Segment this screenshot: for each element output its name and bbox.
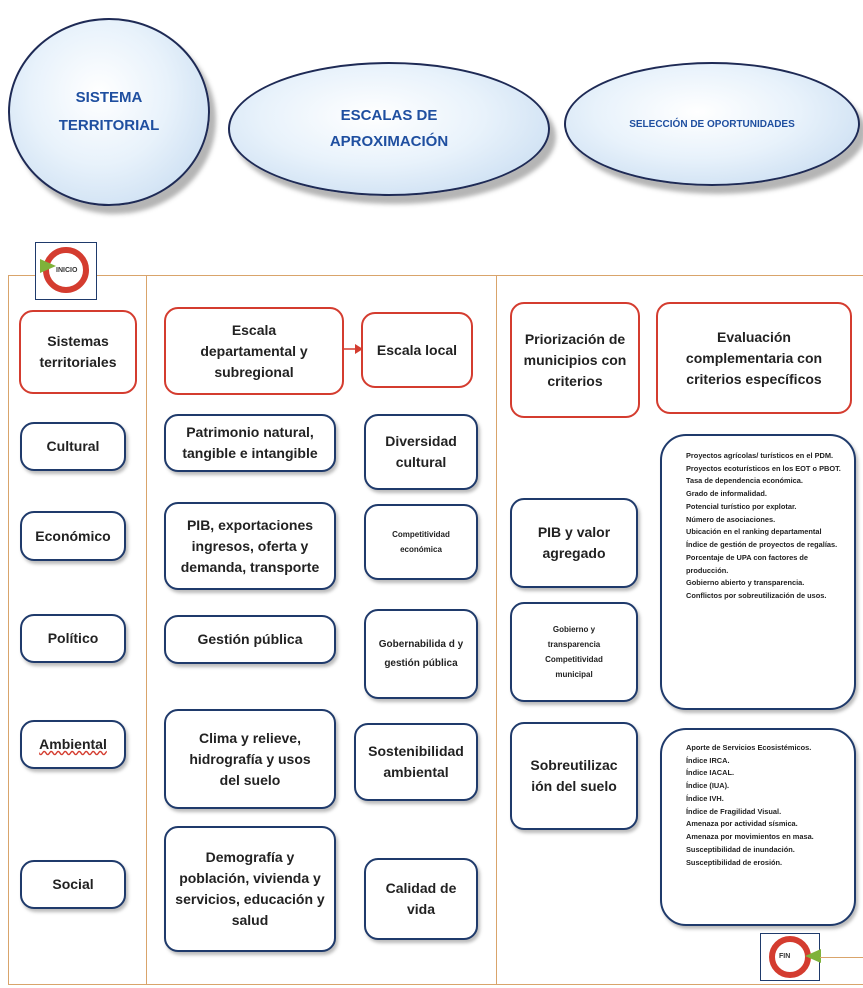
oval-line: ESCALAS DE: [340, 106, 438, 124]
col5-header-box: Evaluación complementaria con criterios …: [656, 302, 852, 414]
end-connector: [820, 957, 863, 958]
list-item: Amenaza por movimientos en masa.: [686, 832, 814, 842]
grid-bottom-line: [8, 984, 863, 985]
col3-item-diversidad: Diversidad cultural: [364, 414, 478, 490]
list-item: Tasa de dependencia económica.: [686, 476, 803, 486]
list-item: Índice de gestión de proyectos de regalí…: [686, 540, 838, 550]
col2-item-pib: PIB, exportaciones ingresos, oferta y de…: [164, 502, 336, 590]
col3-item-sostenibilidad: Sostenibilidad ambiental: [354, 723, 478, 801]
item-label: Político: [47, 630, 99, 646]
col4-header-box: Priorización de municipios con criterios: [510, 302, 640, 418]
oval-line: SISTEMA: [75, 88, 143, 106]
item-label: Clima y relieve, hidrografía y usos del …: [189, 729, 311, 788]
list-item: Índice de Fragilidad Visual.: [686, 806, 782, 816]
item-label: Competitividad económica: [392, 529, 450, 554]
col2-item-patrimonio: Patrimonio natural, tangible e intangibl…: [164, 414, 336, 472]
col2-item-demografia: Demografía y población, vivienda y servi…: [164, 826, 336, 952]
item-label: Patrimonio natural, tangible e intangibl…: [182, 424, 318, 461]
col1-item-cultural: Cultural: [20, 422, 126, 471]
criteria-list-2: Aporte de Servicios Ecosistémicos. Índic…: [660, 728, 856, 926]
col4-item-pib: PIB y valor agregado: [510, 498, 638, 588]
list-item: Índice IACAL.: [686, 768, 735, 778]
stage-oval-escalas: ESCALAS DE APROXIMACIÓN: [228, 62, 550, 196]
col3-item-gobernabilidad: Gobernabilida d y gestión pública: [364, 609, 478, 699]
item-label: Social: [52, 876, 94, 892]
list-item: Amenaza por actividad sísmica.: [686, 819, 798, 829]
grid-divider-1: [146, 275, 147, 985]
col2-header: Escala departamental y subregional: [200, 321, 308, 380]
list-item: Potencial turístico por explotar.: [686, 501, 797, 511]
list-item: Ubicación en el ranking departamental: [686, 527, 822, 537]
col3-item-competitividad: Competitividad económica: [364, 504, 478, 580]
col1-header-box: Sistemas territoriales: [19, 310, 137, 394]
list-item: Porcentaje de UPA con factores de produc…: [686, 552, 808, 575]
start-arrow-icon: [40, 259, 56, 273]
stage-oval-sistema-territorial: SISTEMA TERRITORIAL: [8, 18, 210, 206]
grid-divider-2: [496, 275, 497, 985]
col1-item-social: Social: [20, 860, 126, 909]
stage-oval-seleccion: SELECCIÓN DE OPORTUNIDADES: [564, 62, 860, 186]
list-item: Susceptibilidad de erosión.: [686, 857, 783, 867]
list-item: Conflictos por sobreutilización de usos.: [686, 591, 827, 601]
item-label: Diversidad cultural: [385, 433, 457, 470]
col2-header-box: Escala departamental y subregional: [164, 307, 344, 395]
col1-item-economico: Económico: [20, 511, 126, 561]
oval-line: TERRITORIAL: [58, 117, 160, 134]
list-item: Aporte de Servicios Ecosistémicos.: [686, 743, 812, 752]
start-badge: INICIO: [35, 242, 97, 300]
list-item: Proyectos agrícolas/ turísticos en el PD…: [686, 451, 834, 460]
col3-item-calidad: Calidad de vida: [364, 858, 478, 940]
item-label: Cultural: [46, 438, 100, 454]
col1-item-ambiental: Ambiental: [20, 720, 126, 769]
list-item: Índice IRCA.: [686, 755, 730, 765]
col2-item-clima: Clima y relieve, hidrografía y usos del …: [164, 709, 336, 809]
oval-line: APROXIMACIÓN: [329, 133, 449, 150]
col3-header: Escala local: [376, 341, 458, 358]
start-label: INICIO: [56, 267, 78, 274]
grid-left-line: [8, 275, 9, 985]
col1-item-politico: Político: [20, 614, 126, 663]
item-label: Sostenibilidad ambiental: [368, 743, 464, 780]
list-item: Proyectos ecoturísticos en los EOT o PBO…: [686, 463, 841, 473]
end-badge: FIN: [760, 933, 821, 981]
item-label: PIB, exportaciones ingresos, oferta y de…: [180, 516, 320, 575]
col2-item-gestion: Gestión pública: [164, 615, 336, 664]
item-label: Gobierno y transparencia Competitividad …: [545, 624, 603, 680]
col4-item-gobierno: Gobierno y transparencia Competitividad …: [510, 602, 638, 702]
col4-header: Priorización de municipios con criterios: [523, 330, 627, 389]
list-item: Índice IVH.: [686, 793, 724, 803]
item-label: Gobernabilida d y gestión pública: [378, 639, 464, 669]
col3-header-box: Escala local: [361, 312, 473, 388]
end-label: FIN: [779, 953, 791, 960]
item-label: Ambiental: [39, 736, 107, 752]
list-item: Gobierno abierto y transparencia.: [686, 578, 805, 588]
list-item: Número de asociaciones.: [686, 514, 776, 524]
oval-label: SELECCIÓN DE OPORTUNIDADES: [629, 118, 795, 130]
list-item: Grado de informalidad.: [686, 489, 767, 499]
item-label: Sobreutilizac ión del suelo: [530, 757, 618, 794]
item-label: PIB y valor agregado: [537, 524, 611, 561]
list-item: Susceptibilidad de inundación.: [686, 844, 795, 854]
item-label: Económico: [35, 527, 111, 544]
item-label: Calidad de vida: [385, 880, 457, 917]
col5-header: Evaluación complementaria con criterios …: [685, 328, 823, 387]
item-label: Demografía y población, vivienda y servi…: [175, 849, 325, 928]
criteria-list-1: Proyectos agrícolas/ turísticos en el PD…: [660, 434, 856, 710]
grid-top-line: [8, 275, 863, 276]
col1-header: Sistemas territoriales: [39, 333, 117, 370]
end-arrow-icon: [805, 949, 821, 963]
col4-item-sobreutilizacion: Sobreutilizac ión del suelo: [510, 722, 638, 830]
item-label: Gestión pública: [197, 631, 303, 647]
list-item: Índice (IUA).: [686, 781, 730, 791]
scale-arrow-icon: [343, 344, 363, 354]
